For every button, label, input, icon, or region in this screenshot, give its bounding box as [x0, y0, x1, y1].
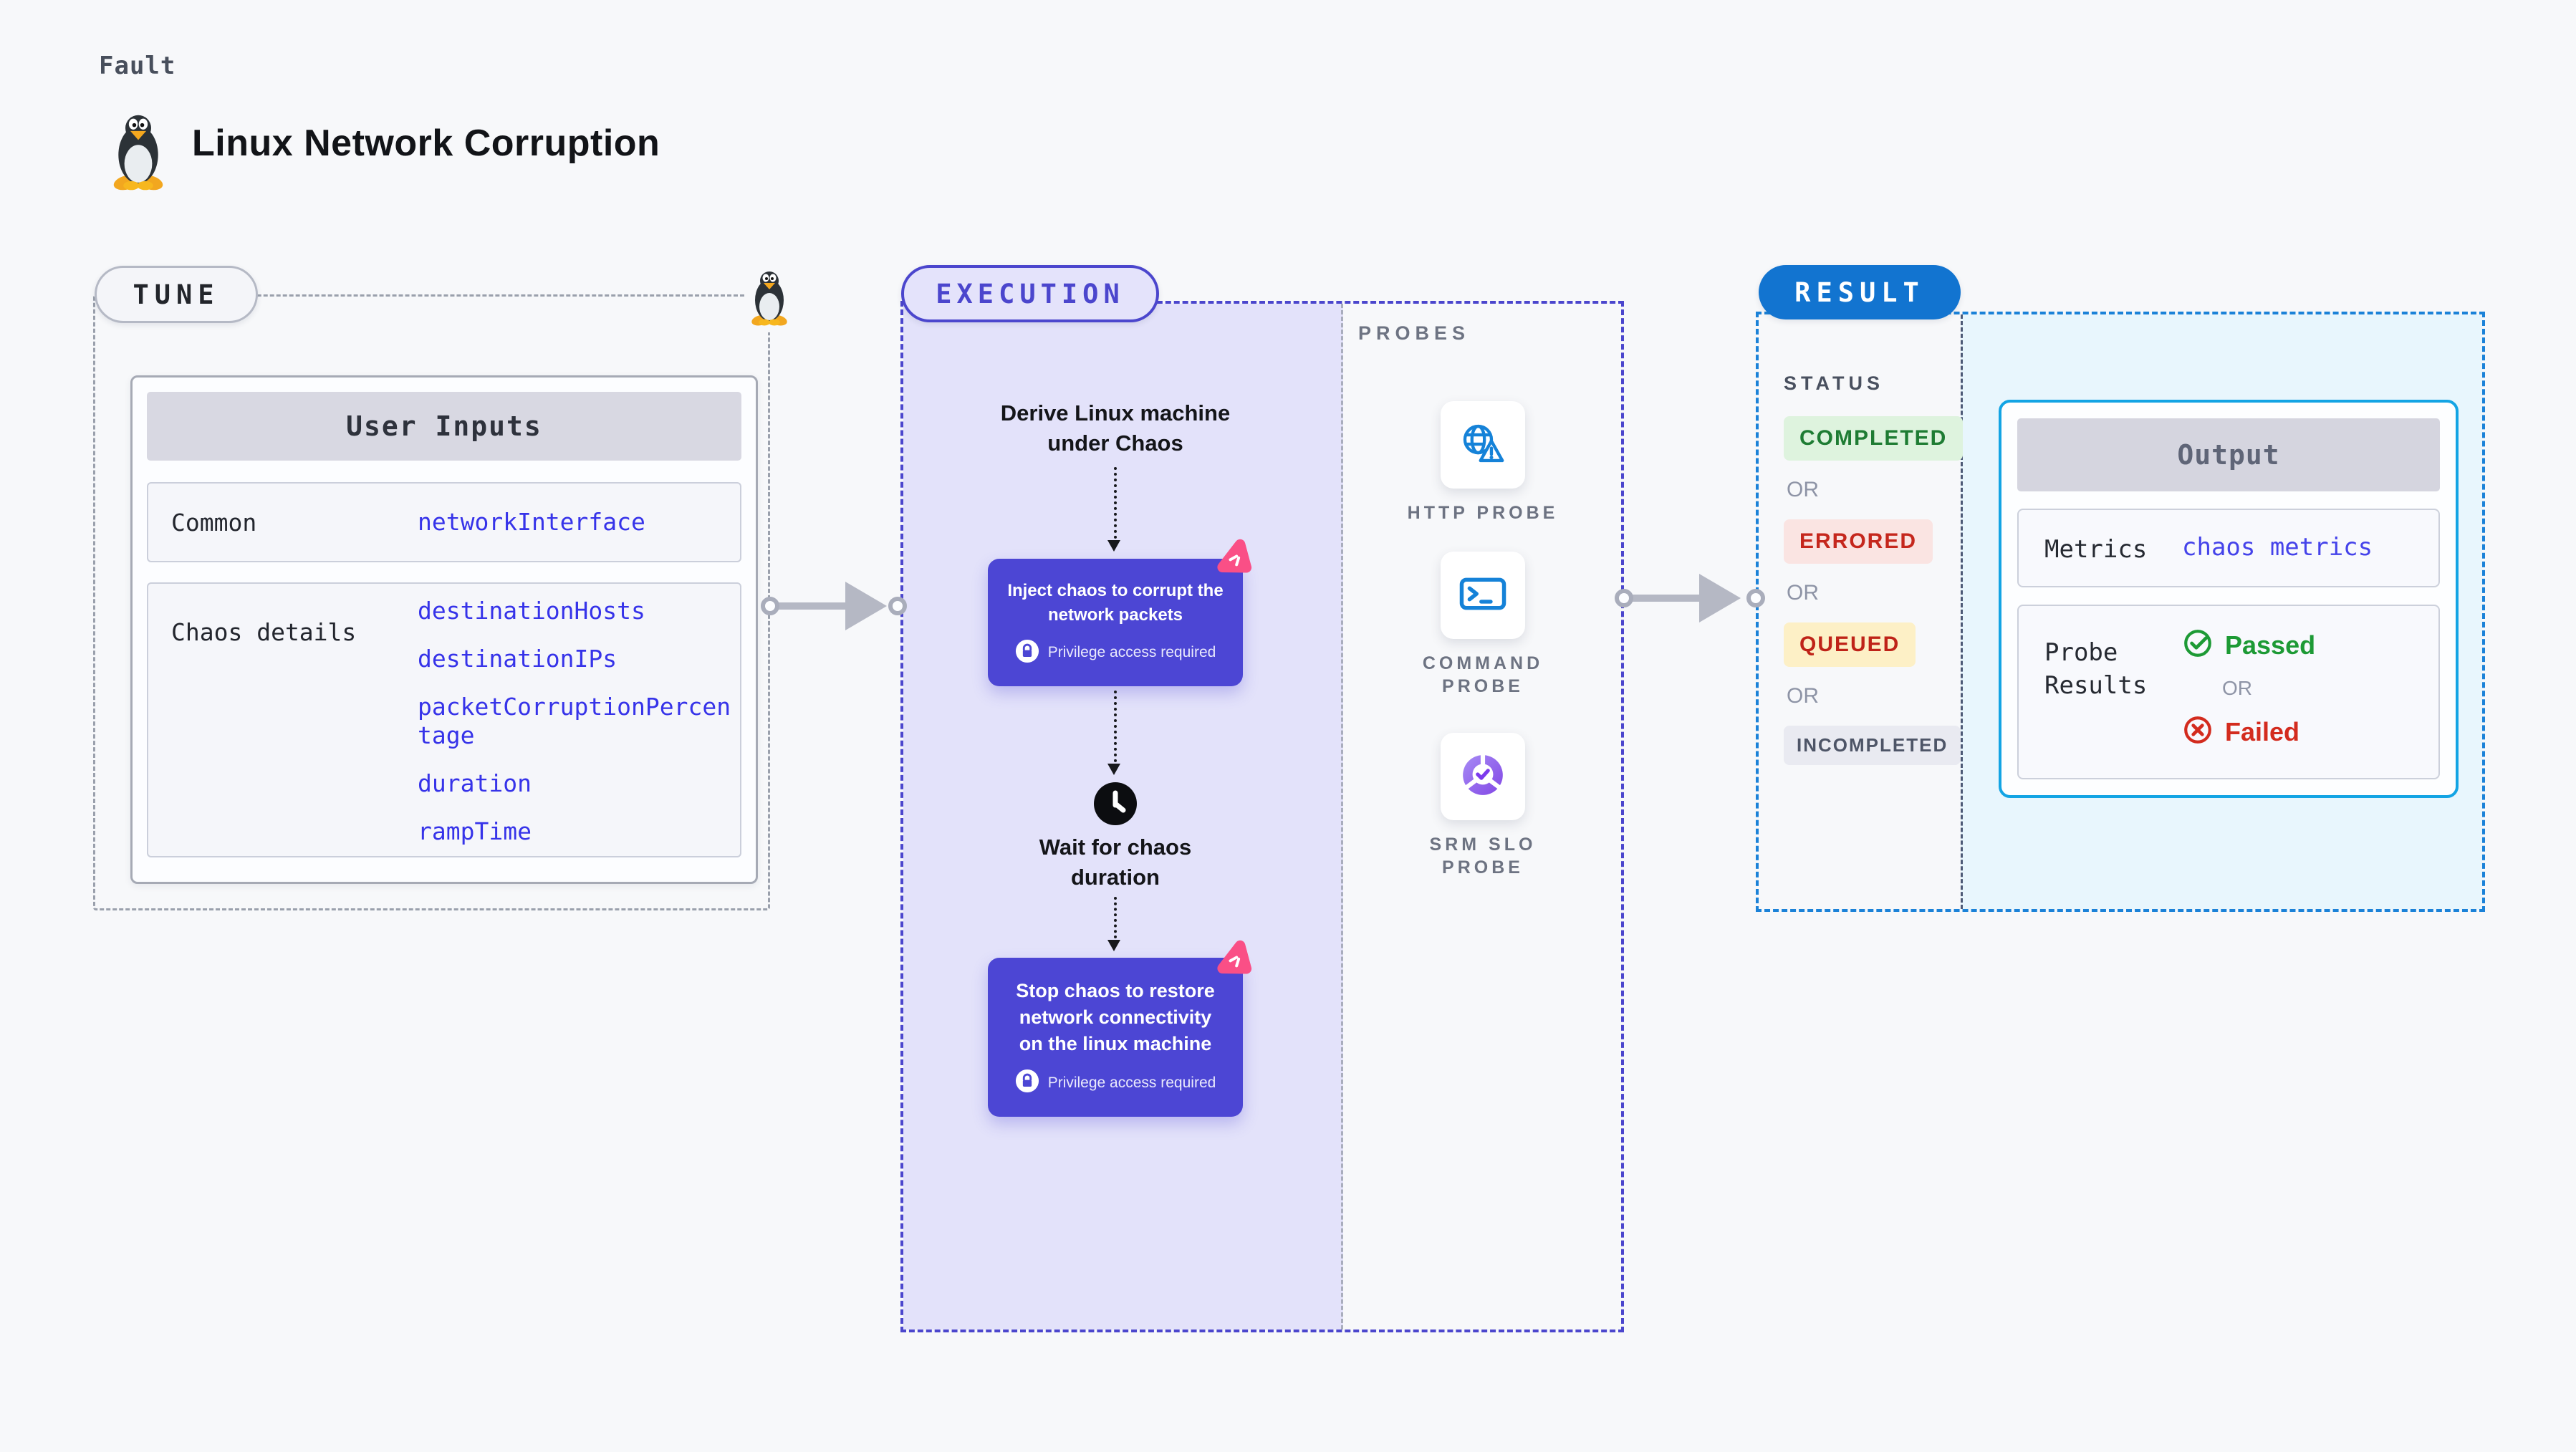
step-derive-label: Derive Linux machine under Chaos [1000, 400, 1231, 456]
or-label: OR [2222, 677, 2252, 699]
row-label: Common [171, 508, 257, 537]
privilege-label: Privilege access required [1047, 644, 1216, 660]
input-value: networkInterface [418, 508, 645, 536]
connector-dot [1746, 589, 1765, 607]
result-pill: RESULT [1759, 265, 1961, 319]
failed-label: Failed [2225, 716, 2300, 746]
tux-linux-icon [105, 113, 172, 191]
input-value: duration [418, 769, 532, 797]
connector-dot [888, 597, 907, 615]
clock-icon [1092, 781, 1138, 827]
arrow-down-icon [1107, 940, 1120, 951]
probes-heading: PROBES [1358, 322, 1471, 344]
node-title: Inject chaos to corrupt the network pack… [1007, 580, 1224, 625]
status-heading: STATUS [1784, 372, 1884, 394]
user-inputs-card: User Inputs Common networkInterface Chao… [130, 375, 758, 884]
or-label: OR [1787, 478, 1819, 501]
probe-card [1441, 401, 1525, 489]
user-inputs-row-common: Common networkInterface [147, 482, 741, 562]
input-value: destinationIPs [418, 645, 617, 673]
input-value: rampTime [418, 817, 532, 845]
status-badge-completed: COMPLETED [1784, 416, 1964, 461]
flow-connector [1114, 691, 1117, 762]
lock-icon [1015, 1069, 1039, 1097]
inject-chaos-node: Inject chaos to corrupt the network pack… [988, 559, 1243, 686]
stop-chaos-node: Stop chaos to restore network connectivi… [988, 958, 1243, 1117]
lock-icon [1015, 639, 1039, 667]
fault-eyebrow: Fault [99, 52, 176, 80]
metrics-label: Metrics [2044, 535, 2148, 564]
command-probe-item: COMMAND PROBE [1397, 552, 1569, 698]
slo-pie-check-icon [1459, 751, 1506, 802]
status-badge-errored: ERRORED [1784, 519, 1933, 564]
flow-connector [1114, 897, 1117, 938]
arrow-execution-to-result [1630, 595, 1701, 602]
x-circle-icon [2182, 714, 2214, 749]
step-wait-label: Wait for chaos duration [1039, 835, 1192, 890]
chaos-experiment-icon [1210, 534, 1256, 580]
probe-label: HTTP PROBE [1407, 503, 1559, 523]
srm-slo-probe-item: SRM SLO PROBE [1397, 733, 1569, 879]
flow-connector [1114, 467, 1117, 539]
tux-linux-icon-small [746, 264, 792, 332]
or-label: OR [1787, 581, 1819, 605]
input-value: destinationHosts [418, 597, 645, 625]
user-inputs-row-chaos-details: Chaos details destinationHosts destinati… [147, 582, 741, 857]
status-badge-incompleted: INCOMPLETED [1784, 726, 1961, 765]
arrow-tune-to-execution [775, 602, 847, 610]
probe-card [1441, 733, 1525, 820]
user-inputs-header: User Inputs [147, 392, 741, 461]
status-badge-queued: QUEUED [1784, 622, 1916, 667]
output-header: Output [2017, 418, 2440, 491]
probe-results-label: Probe Results [2044, 638, 2148, 700]
node-title: Stop chaos to restore network connectivi… [1016, 980, 1215, 1054]
row-label: Chaos details [171, 618, 357, 646]
arrowhead-icon [845, 582, 887, 630]
input-value: packetCorruptionPercentage [418, 693, 731, 749]
arrow-down-icon [1107, 540, 1120, 552]
or-label: OR [1787, 684, 1819, 708]
connector-dot [1615, 589, 1633, 607]
http-probe-item: HTTP PROBE [1397, 401, 1569, 524]
output-card: Output Metrics chaos metrics Probe Resul… [1999, 400, 2459, 798]
arrowhead-icon [1699, 574, 1741, 622]
privilege-label: Privilege access required [1047, 1074, 1216, 1091]
arrow-down-icon [1107, 764, 1120, 775]
metrics-value: chaos metrics [2182, 533, 2373, 562]
output-probe-results-row: Probe Results Passed OR [2017, 605, 2440, 779]
probe-card [1441, 552, 1525, 639]
passed-label: Passed [2225, 630, 2316, 660]
execution-pill: EXECUTION [901, 265, 1159, 322]
probe-label: SRM SLO PROBE [1429, 835, 1537, 878]
globe-alert-icon [1456, 420, 1509, 470]
check-circle-icon [2182, 628, 2214, 663]
chaos-experiment-icon [1210, 935, 1256, 981]
output-metrics-row: Metrics chaos metrics [2017, 509, 2440, 587]
connector-dot [761, 597, 779, 615]
terminal-icon [1458, 573, 1508, 618]
page-title: Linux Network Corruption [192, 122, 660, 164]
status-column: STATUS COMPLETED OR ERRORED OR QUEUED OR… [1784, 372, 1964, 765]
probe-label: COMMAND PROBE [1422, 653, 1544, 696]
tune-pill: TUNE [95, 266, 258, 323]
